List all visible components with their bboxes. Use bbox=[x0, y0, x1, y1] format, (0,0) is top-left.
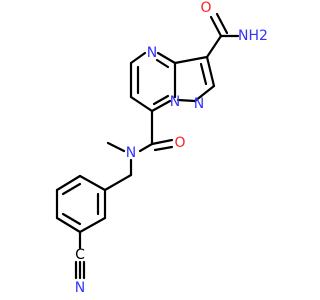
atom-pyrimidine-n: N bbox=[147, 45, 157, 61]
bond-ch2-ring bbox=[103, 173, 133, 192]
atom-bridge-n: N bbox=[170, 94, 180, 110]
bond-ar2-ar3 bbox=[78, 216, 107, 234]
bond-ar5-ar6 bbox=[55, 174, 82, 192]
atom-amide-nh2: NH2 bbox=[238, 28, 268, 44]
bonds bbox=[55, 12, 240, 280]
bond-n1-n7a bbox=[176, 98, 197, 103]
bond-c3a-n4-inner bbox=[155, 58, 170, 69]
atom-amide-o-mid: O bbox=[174, 135, 185, 151]
atom-amide-o-top: O bbox=[200, 0, 211, 16]
atom-pyrazole-n: N bbox=[194, 96, 204, 112]
bond-c6-c7 bbox=[129, 95, 154, 113]
bond-ar5-ar6-inner bbox=[61, 182, 82, 196]
bond-amiden-methyl bbox=[106, 141, 126, 153]
atom-labels: NH2 O N N N N O C N bbox=[75, 0, 268, 296]
bond-c3a-n4 bbox=[156, 51, 177, 65]
atom-nitrile-n: N bbox=[75, 280, 85, 296]
bond-ar6-ar1 bbox=[78, 174, 107, 192]
bond-c7-n7a bbox=[150, 99, 172, 113]
bond-n4-c5 bbox=[129, 51, 147, 65]
bond-ar3-ar4 bbox=[55, 216, 82, 234]
bond-c3-amidec bbox=[205, 34, 223, 59]
bond-c7-n7a-inner bbox=[152, 94, 170, 106]
bond-c3-c3a bbox=[173, 55, 209, 65]
bond-c2-n1 bbox=[193, 84, 216, 103]
structure-svg: NH2 O N N N N O C N bbox=[55, 0, 268, 296]
bond-c3-c2-inner bbox=[199, 62, 208, 86]
bond-c3-c2 bbox=[205, 55, 216, 88]
bond-amidec-o-mid-2 bbox=[153, 145, 174, 152]
bond-amidec-o-mid-1 bbox=[150, 138, 174, 146]
bond-amidec-o-1 bbox=[209, 15, 223, 38]
bond-amidec-amiden bbox=[138, 142, 154, 153]
atom-amide-n: N bbox=[126, 145, 136, 161]
bond-ar3-ar4-inner bbox=[61, 212, 82, 226]
molecule-diagram: NH2 O N N N N O C N bbox=[55, 0, 268, 296]
bond-amidec-o-2 bbox=[215, 12, 229, 35]
atom-nitrile-c: C bbox=[75, 247, 85, 263]
